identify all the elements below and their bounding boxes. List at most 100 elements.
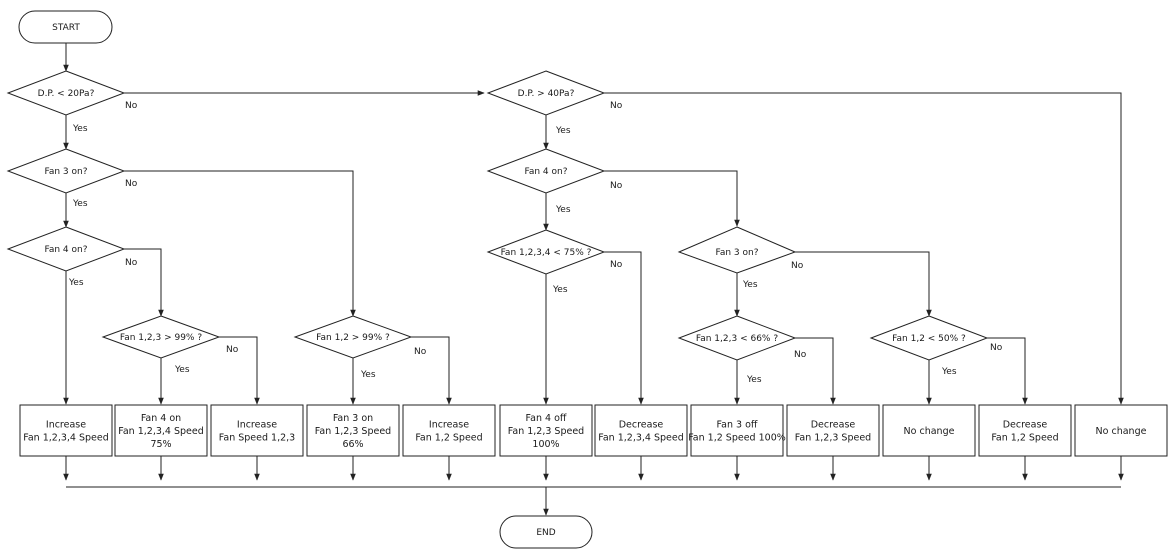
yes-label: Yes: [555, 205, 571, 215]
no-label: No: [226, 345, 239, 355]
process-box-frame: [978, 404, 1072, 457]
start-terminal: START: [18, 10, 113, 44]
process-box-p12: No change: [1074, 404, 1168, 457]
process-box-text: Decrease: [1003, 420, 1048, 431]
no-label: No: [610, 181, 623, 191]
process-box-frame: [594, 404, 688, 457]
decision-fan4-on-right-label: Fan 4 on?: [524, 167, 567, 177]
decision-dp-high-label: D.P. > 40Pa?: [518, 89, 575, 99]
process-box-text: Fan 1,2,3,4 Speed: [598, 433, 684, 444]
end-label: END: [536, 528, 555, 538]
yes-label: Yes: [360, 370, 376, 380]
process-box-text: Fan 1,2 Speed 100%: [688, 433, 786, 444]
process-box-text: 66%: [342, 439, 363, 450]
process-box-p10: No change: [882, 404, 976, 457]
process-box-text: Fan 1,2,3 Speed: [315, 426, 391, 437]
process-box-text: Fan 1,2,3 Speed: [795, 433, 871, 444]
yes-label: Yes: [552, 285, 568, 295]
process-box-frame: [882, 404, 976, 457]
process-box-p2: Fan 4 on Fan 1,2,3,4 Speed 75%: [114, 404, 208, 457]
process-box-text: Fan 1,2,3,4 Speed: [23, 433, 109, 444]
start-label: START: [52, 23, 80, 33]
yes-label: Yes: [72, 199, 88, 209]
decision-dp-low: D.P. < 20Pa?: [6, 70, 126, 116]
decision-dp-low-label: D.P. < 20Pa?: [38, 89, 95, 99]
process-box-frame: [210, 404, 304, 457]
process-box-text: Fan 3 off: [717, 420, 758, 431]
process-box-text: No change: [904, 426, 955, 437]
no-label: No: [610, 101, 623, 111]
process-box-frame: [786, 404, 880, 457]
process-box-text: Fan Speed 1,2,3: [219, 433, 295, 444]
branch-labels: No Yes No Yes No Yes No Yes No Yes No Ye…: [68, 101, 1003, 385]
decision-f12-lt50: Fan 1,2 < 50% ?: [869, 315, 989, 361]
yes-label: Yes: [174, 365, 190, 375]
process-box-frame: [499, 404, 593, 457]
no-label: No: [791, 261, 804, 271]
process-box-text: Fan 1,2,3 Speed: [508, 426, 584, 437]
process-box-text: 75%: [150, 439, 171, 450]
process-box-text: 100%: [532, 439, 559, 450]
process-box-text: Increase: [429, 420, 469, 431]
decision-f123-lt66: Fan 1,2,3 < 66% ?: [677, 315, 797, 361]
process-box-text: Decrease: [619, 420, 664, 431]
decision-fan4-on-left-label: Fan 4 on?: [44, 245, 87, 255]
connectors: [63, 43, 1124, 516]
yes-label: Yes: [941, 367, 957, 377]
no-label: No: [125, 258, 138, 268]
process-box-frame: [402, 404, 496, 457]
no-label: No: [794, 350, 807, 360]
decision-fan3-on-right: Fan 3 on?: [677, 226, 797, 274]
yes-label: Yes: [68, 278, 84, 288]
process-box-text: Decrease: [811, 420, 856, 431]
process-box-frame: [306, 404, 400, 457]
no-label: No: [414, 347, 427, 357]
no-label: No: [125, 101, 138, 111]
decision-f1234-lt75-label: Fan 1,2,3,4 < 75% ?: [501, 248, 592, 258]
process-box-text: Increase: [46, 420, 86, 431]
decision-f123-gt99: Fan 1,2,3 > 99% ?: [101, 315, 221, 359]
process-box-frame: [114, 404, 208, 457]
decision-f12-gt99: Fan 1,2 > 99% ?: [293, 315, 413, 359]
decision-f1234-lt75: Fan 1,2,3,4 < 75% ?: [486, 229, 606, 275]
process-box-text: Fan 1,2 Speed: [415, 433, 482, 444]
yes-label: Yes: [746, 375, 762, 385]
decision-fan4-on-right: Fan 4 on?: [486, 148, 606, 194]
decision-fan3-on-left-label: Fan 3 on?: [44, 167, 87, 177]
process-box-frame: [1074, 404, 1168, 457]
no-label: No: [125, 179, 138, 189]
process-box-text: No change: [1096, 426, 1147, 437]
process-box-text: Fan 4 on: [141, 413, 181, 424]
decision-fan4-on-left: Fan 4 on?: [6, 226, 126, 272]
decision-f12-lt50-label: Fan 1,2 < 50% ?: [892, 334, 966, 344]
process-box-p4: Fan 3 on Fan 1,2,3 Speed 66%: [306, 404, 400, 457]
decision-f123-gt99-label: Fan 1,2,3 > 99% ?: [120, 333, 202, 343]
process-box-frame: [690, 404, 784, 457]
process-box-frame: [19, 404, 113, 457]
no-label: No: [990, 343, 1003, 353]
no-label: No: [610, 260, 623, 270]
process-box-text: Fan 1,2 Speed: [991, 433, 1058, 444]
end-terminal: END: [499, 515, 593, 549]
process-box-text: Fan 1,2,3,4 Speed: [118, 426, 204, 437]
process-box-text: Increase: [237, 420, 277, 431]
process-box-text: Fan 4 off: [526, 413, 567, 424]
process-box-text: Fan 3 on: [333, 413, 373, 424]
decision-f123-lt66-label: Fan 1,2,3 < 66% ?: [696, 334, 778, 344]
yes-label: Yes: [742, 280, 758, 290]
decision-dp-high: D.P. > 40Pa?: [486, 70, 606, 116]
yes-label: Yes: [555, 126, 571, 136]
decision-fan3-on-left: Fan 3 on?: [6, 148, 126, 194]
decision-f12-gt99-label: Fan 1,2 > 99% ?: [316, 333, 390, 343]
